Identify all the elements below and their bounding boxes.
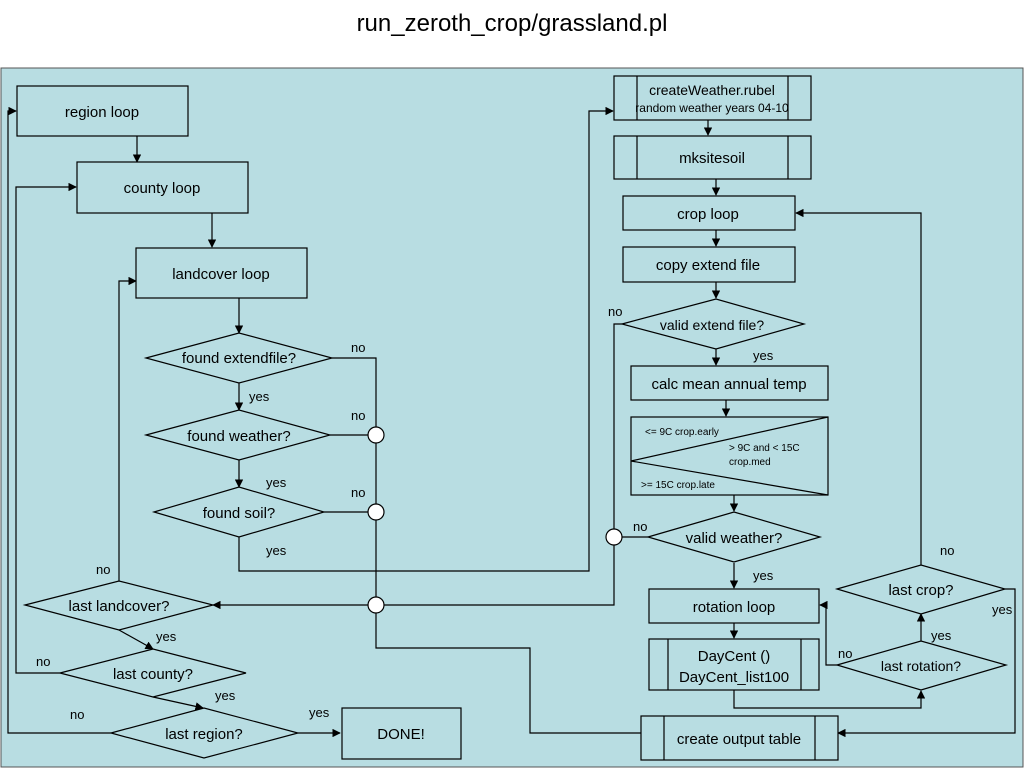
last-county-diamond	[59, 648, 247, 698]
label-lastlandcover-no: no	[96, 562, 110, 577]
found-weather-label: found weather?	[187, 428, 290, 445]
last-rotation-label: last rotation?	[881, 658, 961, 674]
edge-lastcrop-no	[795, 208, 922, 565]
done-box	[341, 707, 462, 760]
edge-lastregion-no	[7, 106, 111, 734]
edge-lastrotation-no	[819, 600, 837, 666]
label-weather-yes: yes	[266, 475, 287, 490]
edge-soil-yes-to-createweather	[238, 106, 614, 572]
mksitesoil-box	[613, 135, 812, 180]
label-lastregion-no: no	[70, 707, 84, 722]
label-lastcounty-yes: yes	[215, 688, 236, 703]
edge-junction-to-output	[375, 613, 641, 734]
crop-early-label: <= 9C crop.early	[645, 427, 719, 438]
daycent-label-2: DayCent_list100	[679, 669, 789, 686]
label-weather-no: no	[351, 408, 365, 423]
last-region-diamond	[108, 707, 301, 759]
crop-late-label: >= 15C crop.late	[641, 480, 715, 491]
junction-circle	[367, 426, 385, 444]
label-extendfile-yes: yes	[249, 389, 270, 404]
daycent-label-1: DayCent ()	[698, 648, 771, 665]
label-soil-no: no	[351, 485, 365, 500]
create-output-table-box	[640, 715, 839, 761]
last-region-label: last region?	[165, 726, 243, 743]
label-soil-yes: yes	[266, 543, 287, 558]
last-landcover-label: last landcover?	[69, 598, 170, 615]
label-validextend-no: no	[608, 304, 622, 319]
crop-med-label-1: > 9C and < 15C	[729, 443, 800, 454]
found-weather-diamond	[143, 409, 333, 461]
label-lastrotation-no: no	[838, 646, 852, 661]
rotation-loop-label: rotation loop	[693, 599, 776, 616]
edge-daycent-to-lastrotation	[733, 690, 926, 709]
county-loop-label: county loop	[124, 180, 201, 197]
landcover-loop-label: landcover loop	[172, 266, 270, 283]
edge-lastcounty-no	[15, 182, 77, 674]
label-extendfile-no: no	[351, 340, 365, 355]
junction-circle	[605, 528, 623, 546]
found-soil-diamond	[151, 486, 327, 538]
done-label: DONE!	[377, 726, 425, 743]
crop-med-label-2: crop.med	[729, 457, 771, 468]
calc-temp-label: calc mean annual temp	[651, 376, 806, 393]
edge-extendfile-no	[332, 357, 377, 427]
region-loop-label: region loop	[65, 104, 139, 121]
rotation-loop-box	[648, 588, 820, 624]
region-loop-box	[16, 85, 189, 137]
valid-extend-label: valid extend file?	[660, 317, 765, 333]
label-lastcrop-yes: yes	[992, 602, 1013, 617]
copy-extend-label: copy extend file	[656, 257, 760, 274]
valid-weather-diamond	[645, 511, 823, 563]
label-lastcounty-no: no	[36, 654, 50, 669]
last-county-label: last county?	[113, 666, 193, 683]
last-crop-label: last crop?	[888, 582, 953, 599]
label-validextend-yes: yes	[753, 348, 774, 363]
edge-lastcounty-yes	[152, 696, 204, 711]
found-extendfile-diamond	[143, 332, 335, 384]
label-validweather-no: no	[633, 519, 647, 534]
label-lastregion-yes: yes	[309, 705, 330, 720]
landcover-loop-box	[135, 247, 308, 299]
daycent-box	[648, 638, 820, 691]
create-output-label: create output table	[677, 731, 801, 748]
found-extendfile-label: found extendfile?	[182, 350, 296, 367]
edge-validextend-no	[613, 323, 622, 529]
label-lastrotation-yes: yes	[931, 628, 952, 643]
crop-loop-box	[622, 195, 796, 231]
last-crop-diamond	[834, 564, 1008, 615]
crop-threshold-box	[630, 416, 829, 496]
edge-lastlandcover-yes	[118, 629, 154, 650]
createweather-label-2: random weather years 04-10	[635, 101, 789, 115]
last-rotation-diamond	[834, 640, 1009, 691]
createweather-label-1: createWeather.rubel	[649, 82, 775, 98]
label-lastlandcover-yes: yes	[156, 629, 177, 644]
valid-weather-label: valid weather?	[686, 530, 783, 547]
county-loop-box	[76, 161, 249, 214]
createweather-box	[613, 75, 812, 121]
crop-loop-label: crop loop	[677, 206, 739, 223]
copy-extend-box	[622, 246, 796, 283]
label-validweather-yes: yes	[753, 568, 774, 583]
diagram-title: run_zeroth_crop/grassland.pl	[356, 10, 668, 37]
edge-validweather-no-to-junction	[384, 545, 615, 606]
edge-lastcrop-yes	[837, 588, 1016, 738]
edge-lastlandcover-no	[118, 276, 137, 581]
valid-extend-diamond	[619, 298, 807, 350]
calc-temp-box	[630, 365, 829, 401]
junction-circle	[367, 503, 385, 521]
label-lastcrop-no: no	[940, 543, 954, 558]
found-soil-label: found soil?	[203, 505, 276, 522]
mksitesoil-label: mksitesoil	[679, 150, 745, 167]
last-landcover-diamond	[22, 580, 216, 631]
junction-circle	[367, 596, 385, 614]
